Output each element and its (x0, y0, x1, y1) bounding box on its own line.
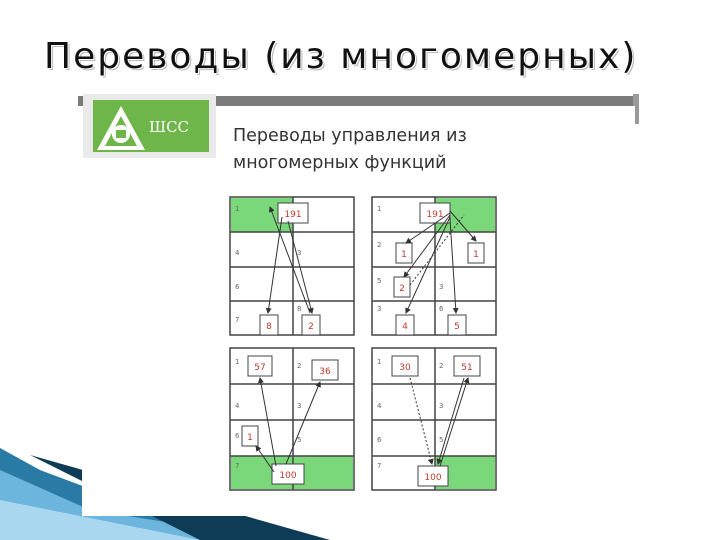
svg-text:3: 3 (297, 402, 301, 410)
slide-subtitle: Переводы управления из многомерных функц… (233, 123, 523, 177)
header-bar (78, 96, 638, 106)
grid1-box-191: 191 (284, 210, 301, 220)
svg-text:2: 2 (439, 362, 443, 370)
svg-text:100: 100 (279, 471, 296, 481)
svg-text:4: 4 (235, 402, 240, 410)
svg-text:1: 1 (401, 250, 407, 260)
svg-text:7: 7 (377, 462, 381, 470)
svg-text:6: 6 (235, 283, 240, 291)
svg-text:5: 5 (377, 277, 381, 285)
slide-title: Переводы (из многомерных) (44, 36, 638, 77)
svg-text:1: 1 (377, 358, 381, 366)
svg-text:2: 2 (297, 362, 301, 370)
svg-text:3: 3 (377, 305, 381, 313)
subtitle-line-2: многомерных функций (233, 153, 447, 173)
svg-text:3: 3 (439, 283, 443, 291)
svg-text:6: 6 (377, 436, 382, 444)
svg-text:30: 30 (399, 363, 411, 373)
svg-text:4: 4 (377, 402, 382, 410)
svg-text:2: 2 (377, 241, 381, 249)
svg-text:7: 7 (235, 316, 239, 324)
svg-text:57: 57 (254, 363, 265, 373)
shss-logo: ШСС (83, 94, 216, 158)
svg-text:100: 100 (424, 473, 441, 483)
svg-text:1: 1 (235, 205, 239, 213)
svg-text:7: 7 (235, 462, 239, 470)
svg-text:5: 5 (297, 436, 301, 444)
header-bar-cap (633, 94, 639, 124)
svg-text:3: 3 (439, 402, 443, 410)
svg-text:36: 36 (319, 367, 331, 377)
logo-text: ШСС (149, 118, 189, 136)
transfer-grid-4: 1 4 6 7 2 3 5 30 51 100 (371, 347, 497, 491)
transfer-grid-2: 1 2 5 3 3 6 191 1 1 2 4 5 (371, 196, 497, 336)
svg-text:6: 6 (439, 305, 444, 313)
svg-text:4: 4 (402, 322, 408, 332)
svg-text:1: 1 (247, 433, 253, 443)
content-panel (82, 106, 635, 516)
svg-text:6: 6 (235, 432, 240, 440)
svg-text:1: 1 (473, 250, 479, 260)
transfer-grid-3: 1 4 6 7 2 3 5 57 36 1 100 (229, 347, 355, 491)
svg-text:3: 3 (297, 249, 301, 257)
svg-text:1: 1 (377, 205, 381, 213)
svg-text:5: 5 (454, 322, 460, 332)
svg-text:5: 5 (439, 436, 443, 444)
svg-text:1: 1 (235, 358, 239, 366)
svg-text:191: 191 (426, 210, 443, 220)
transfer-grid-1: 1 4 6 7 3 8 191 8 2 (229, 196, 355, 336)
svg-text:2: 2 (399, 284, 405, 294)
svg-text:51: 51 (461, 363, 472, 373)
svg-text:2: 2 (308, 322, 314, 332)
svg-text:8: 8 (297, 305, 301, 313)
subtitle-line-1: Переводы управления из (233, 126, 467, 146)
svg-text:4: 4 (235, 249, 240, 257)
svg-text:8: 8 (266, 322, 272, 332)
